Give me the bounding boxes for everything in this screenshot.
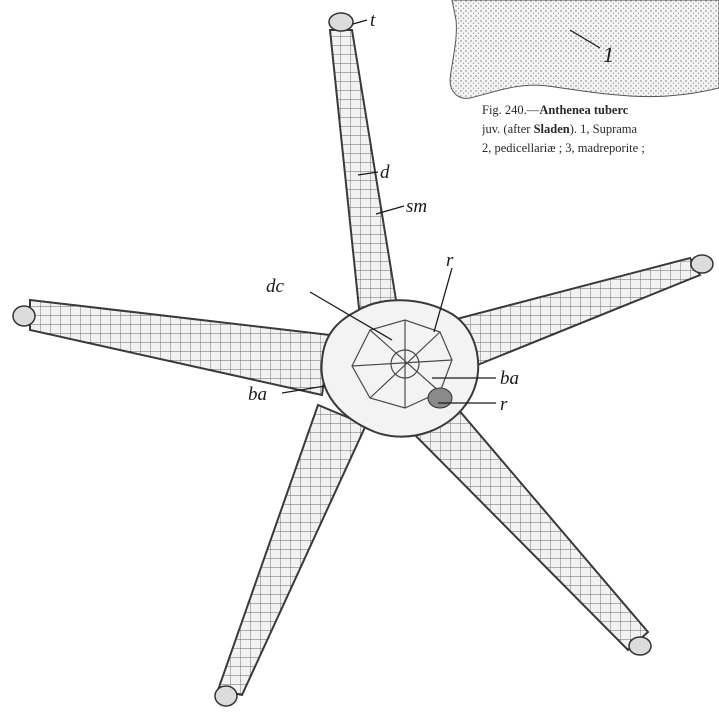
arm-tip-bottom-right [629, 637, 651, 655]
caption-line-2-b: ). 1, Suprama [570, 122, 637, 136]
label-d: d [380, 162, 390, 183]
caption-line-3: 2, pedicellariæ ; 3, madreporite ; [482, 139, 719, 158]
caption-fig-number: Fig. 240.— [482, 103, 539, 117]
label-dc: dc [266, 276, 285, 297]
label-1: 1 [603, 42, 614, 67]
label-ba-left: ba [248, 384, 267, 405]
arm-tip-bottom-left [215, 686, 237, 706]
arm-bottom-left [218, 405, 366, 695]
caption-line-2-a: juv. (after [482, 122, 534, 136]
arm-tip-top [329, 13, 353, 31]
caption-line-1: Fig. 240.—Anthenea tuberc [482, 101, 719, 120]
arm-right [445, 258, 700, 368]
caption-species: Anthenea tuberc [539, 103, 628, 117]
caption-author: Sladen [534, 122, 570, 136]
label-sm: sm [406, 196, 427, 217]
arm-left [30, 300, 330, 395]
madreporite [428, 388, 452, 408]
figure-caption: Fig. 240.—Anthenea tuberc juv. (after Sl… [482, 101, 719, 158]
label-r-top: r [446, 250, 454, 271]
label-r-bottom: r [500, 394, 508, 415]
label-ba-right: ba [500, 368, 519, 389]
caption-line-2: juv. (after Sladen). 1, Suprama [482, 120, 719, 139]
adjacent-specimen-fragment [450, 0, 719, 98]
label-t: t [370, 10, 376, 31]
arm-tip-left [13, 306, 35, 326]
arm-tip-right [691, 255, 713, 273]
